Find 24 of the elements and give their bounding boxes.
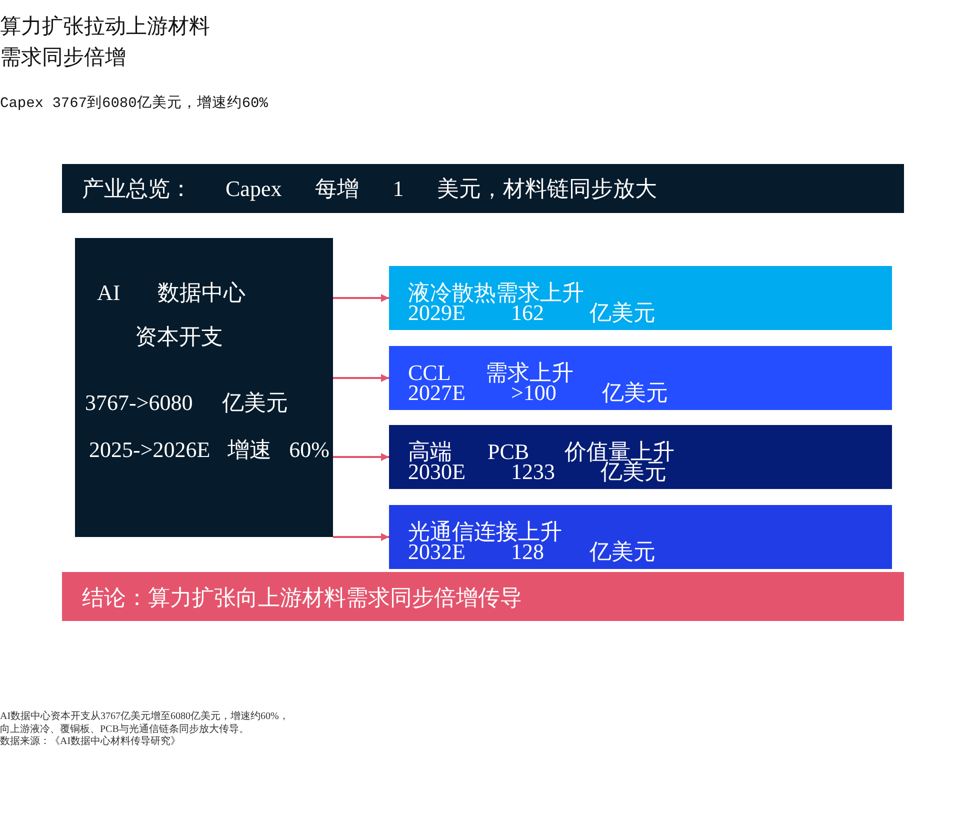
panel-value: 2025->2026E 增速 60% — [89, 438, 330, 462]
arrow — [333, 374, 389, 382]
demand-box — [389, 346, 892, 410]
subtitle: Capex 3767到6080亿美元，增速约60% — [0, 95, 268, 113]
footnote: AI数据中心资本开支从3767亿美元增至6080亿美元，增速约60%，向上游液冷、覆铜板、PCB与光通信链条同步放大传导。 — [0, 711, 290, 736]
box-title: CCL 需求上升 — [408, 361, 574, 385]
demand-box — [389, 425, 892, 489]
header-text: 产业总览： Capex 每增 1 美元，材料链同步放大 — [82, 177, 658, 201]
source-note: 数据来源：《AI数据中心材料传导研究》 — [0, 736, 181, 748]
panel-heading: AI 数据中心 — [97, 281, 246, 305]
demand-box — [389, 266, 892, 330]
demand-box — [389, 505, 892, 569]
conclusion-text: 结论：算力扩张向上游材料需求同步倍增传导 — [82, 586, 522, 610]
box-title: 液冷散热需求上升 — [408, 281, 584, 305]
panel-value: 3767->6080 亿美元 — [85, 391, 288, 415]
conclusion-bar — [62, 572, 904, 621]
page-title: 算力扩张拉动上游材料需求同步倍增 — [0, 13, 211, 71]
arrow — [333, 294, 389, 302]
box-title: 光通信连接上升 — [408, 520, 562, 544]
arrow — [333, 533, 389, 541]
capex-panel — [75, 238, 333, 537]
arrow — [333, 453, 389, 461]
panel-heading: 资本开支 — [135, 325, 223, 349]
header-bar — [62, 164, 904, 213]
